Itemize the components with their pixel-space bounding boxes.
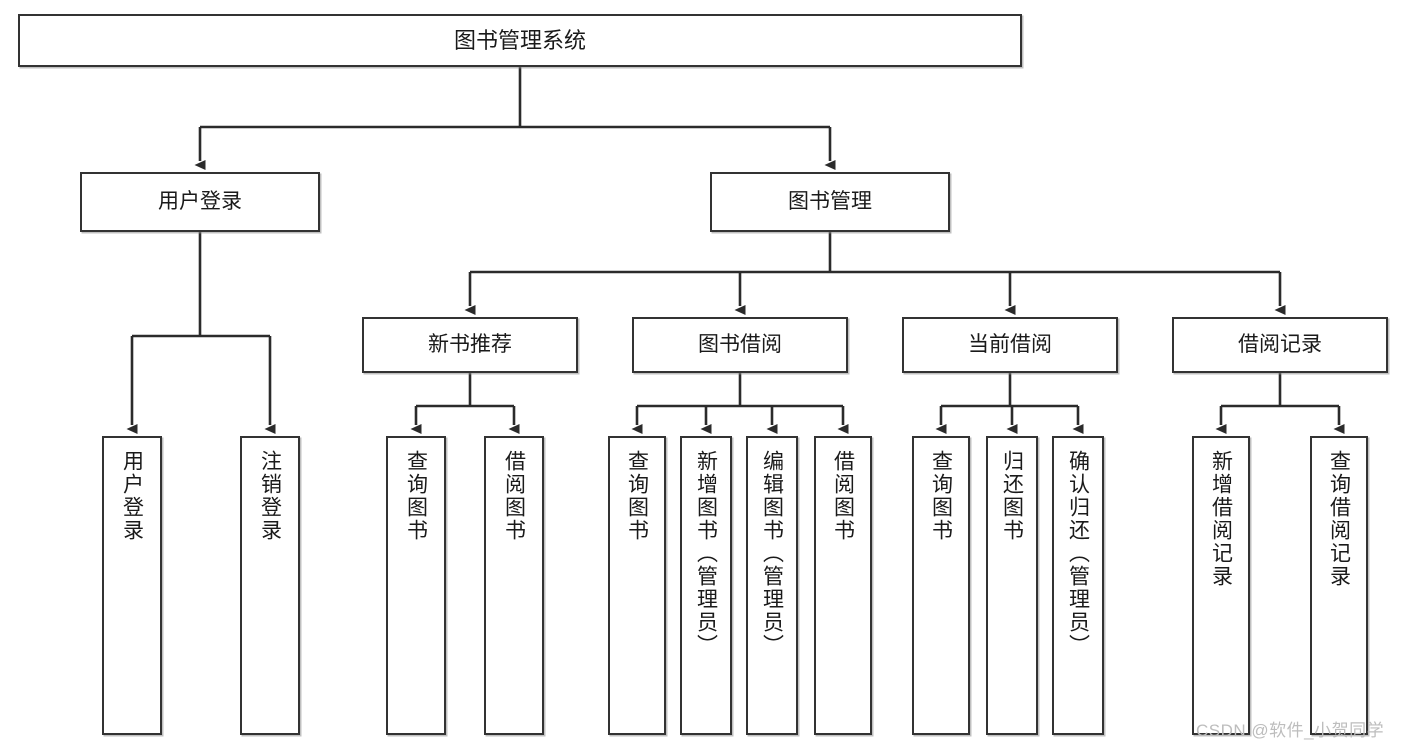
- leaf-user-login[interactable]: 用户登录: [102, 436, 162, 735]
- node-label: 新增图书（管理员）: [694, 450, 718, 657]
- node-label: 新书推荐: [428, 332, 512, 356]
- node-label: 图书管理系统: [453, 27, 586, 53]
- leaf-query-books-current[interactable]: 查询图书: [912, 436, 970, 735]
- leaf-query-books-recommend[interactable]: 查询图书: [386, 436, 446, 735]
- node-root-system[interactable]: 图书管理系统: [18, 14, 1022, 67]
- node-label: 查询借阅记录: [1327, 450, 1351, 588]
- node-book-management[interactable]: 图书管理: [710, 172, 950, 232]
- node-label: 用户登录: [158, 189, 242, 213]
- node-label: 图书管理: [788, 189, 872, 213]
- node-label: 查询图书: [929, 450, 953, 542]
- leaf-query-books-borrowing[interactable]: 查询图书: [608, 436, 666, 735]
- node-label: 确认归还（管理员）: [1066, 450, 1090, 657]
- node-label: 用户登录: [120, 450, 144, 542]
- node-label: 借阅记录: [1238, 332, 1322, 356]
- node-label: 新增借阅记录: [1209, 450, 1233, 588]
- leaf-add-book-admin[interactable]: 新增图书（管理员）: [680, 436, 732, 735]
- node-label: 查询图书: [404, 450, 428, 542]
- leaf-edit-book-admin[interactable]: 编辑图书（管理员）: [746, 436, 798, 735]
- node-borrow-records[interactable]: 借阅记录: [1172, 317, 1388, 373]
- leaf-lend-books[interactable]: 借阅图书: [814, 436, 872, 735]
- node-label: 编辑图书（管理员）: [760, 450, 784, 657]
- node-label: 注销登录: [258, 450, 282, 542]
- node-new-book-recommendation[interactable]: 新书推荐: [362, 317, 578, 373]
- node-user-login[interactable]: 用户登录: [80, 172, 320, 232]
- leaf-borrow-books-recommend[interactable]: 借阅图书: [484, 436, 544, 735]
- node-label: 借阅图书: [502, 450, 526, 542]
- csdn-watermark: CSDN @软件_小贺同学: [1196, 721, 1385, 740]
- node-label: 图书借阅: [698, 332, 782, 356]
- node-label: 查询图书: [625, 450, 649, 542]
- leaf-add-borrow-record[interactable]: 新增借阅记录: [1192, 436, 1250, 735]
- leaf-confirm-return-admin[interactable]: 确认归还（管理员）: [1052, 436, 1104, 735]
- node-label: 归还图书: [1000, 450, 1024, 542]
- leaf-return-books[interactable]: 归还图书: [986, 436, 1038, 735]
- node-current-borrowing[interactable]: 当前借阅: [902, 317, 1118, 373]
- leaf-user-logout[interactable]: 注销登录: [240, 436, 300, 735]
- node-book-borrowing[interactable]: 图书借阅: [632, 317, 848, 373]
- node-label: 当前借阅: [968, 332, 1052, 356]
- node-label: 借阅图书: [831, 450, 855, 542]
- leaf-query-borrow-record[interactable]: 查询借阅记录: [1310, 436, 1368, 735]
